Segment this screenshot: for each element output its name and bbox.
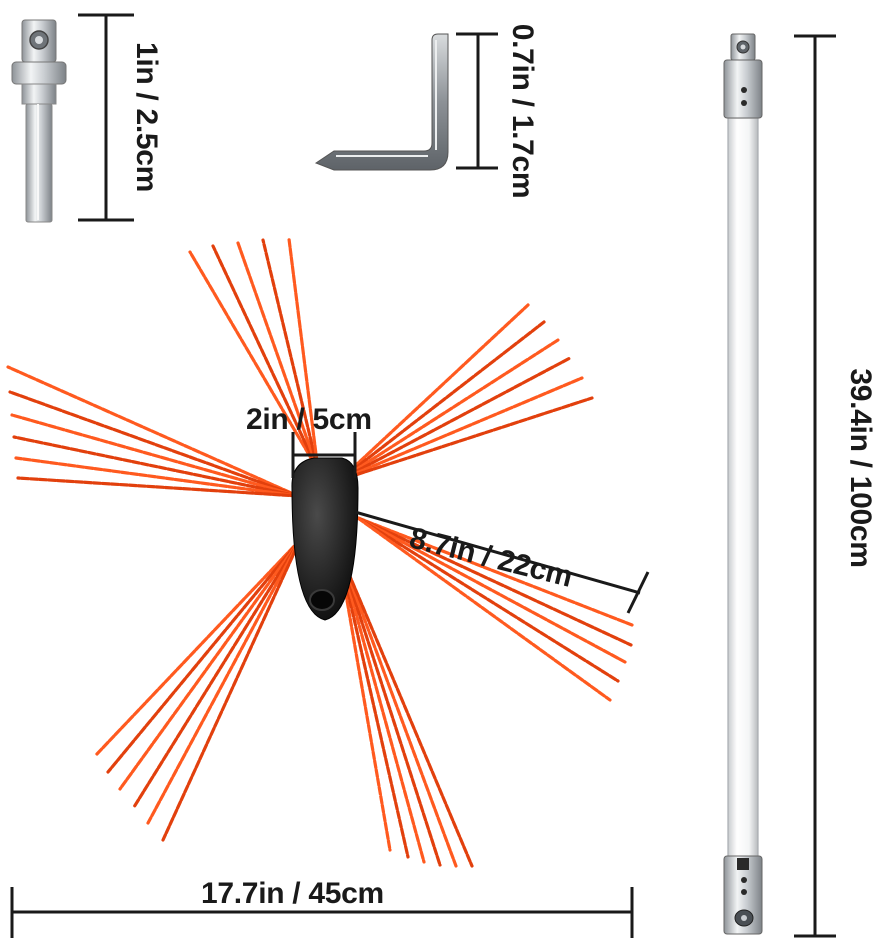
bristle-wire xyxy=(94,538,302,757)
bristle-wire xyxy=(287,237,320,472)
bristle-wire xyxy=(8,390,300,498)
bristle-wire xyxy=(16,476,300,498)
bristle-wire xyxy=(336,546,426,864)
rod-length-label: 39.4in / 100cm xyxy=(844,368,877,568)
bristle-wire xyxy=(236,241,320,472)
adapter-fitting xyxy=(11,19,67,223)
bristle-wire xyxy=(106,538,302,774)
brush-diameter-label: 17.7in / 45cm xyxy=(201,877,384,910)
brush-diameter-dimension-line xyxy=(10,887,634,938)
wrench-dimension-line xyxy=(456,32,498,170)
bristle-cluster xyxy=(356,516,634,702)
bristle-wire xyxy=(10,413,300,498)
bristle-cluster xyxy=(338,303,594,482)
bristle-wire xyxy=(146,538,302,825)
adapter-dimension-line xyxy=(78,13,134,222)
bristle-cluster xyxy=(188,237,320,472)
bristle-cluster xyxy=(94,538,302,842)
rod-dimension-line xyxy=(794,34,836,938)
bristle-wire xyxy=(132,538,302,809)
bristle-wire xyxy=(338,320,546,482)
bristle-cluster xyxy=(336,546,474,868)
bristle-wire xyxy=(356,516,634,627)
bristle-wire xyxy=(338,356,572,482)
bristle-wire xyxy=(356,516,620,683)
bristle-wire xyxy=(6,365,300,498)
allen-wrench xyxy=(314,33,449,171)
brush-bristles xyxy=(6,237,634,868)
bristle-wire xyxy=(188,250,320,472)
bristle-wire xyxy=(336,546,392,852)
bristle-cluster xyxy=(6,365,300,498)
wrench-length-label: 0.7in / 1.7cm xyxy=(506,23,539,199)
bristle-wire xyxy=(356,516,612,702)
adapter-length-label: 1in / 2.5cm xyxy=(130,41,163,193)
brush-hub xyxy=(291,457,359,621)
bristle-wire xyxy=(338,396,594,482)
bristle-wire xyxy=(338,376,584,482)
hub-width-label: 2in / 5cm xyxy=(246,403,372,436)
bristle-wire xyxy=(356,516,633,647)
extension-rod xyxy=(723,33,763,935)
bristle-wire xyxy=(356,516,627,664)
bristle-wire xyxy=(261,238,320,472)
bristle-wire xyxy=(161,538,302,842)
bristle-wire xyxy=(336,546,442,867)
bristle-wire xyxy=(336,546,458,868)
bristle-wire xyxy=(12,435,300,498)
bristle-wire xyxy=(338,338,560,482)
bristle-wire xyxy=(336,546,410,859)
bristle-wire xyxy=(336,546,474,868)
bristle-wire xyxy=(338,303,530,482)
bristle-wire xyxy=(14,456,300,498)
bristle-wire xyxy=(118,538,302,791)
bristle-wire xyxy=(211,244,320,472)
hub-dimension-line xyxy=(291,432,357,478)
bristle-dimension-line xyxy=(354,510,650,614)
